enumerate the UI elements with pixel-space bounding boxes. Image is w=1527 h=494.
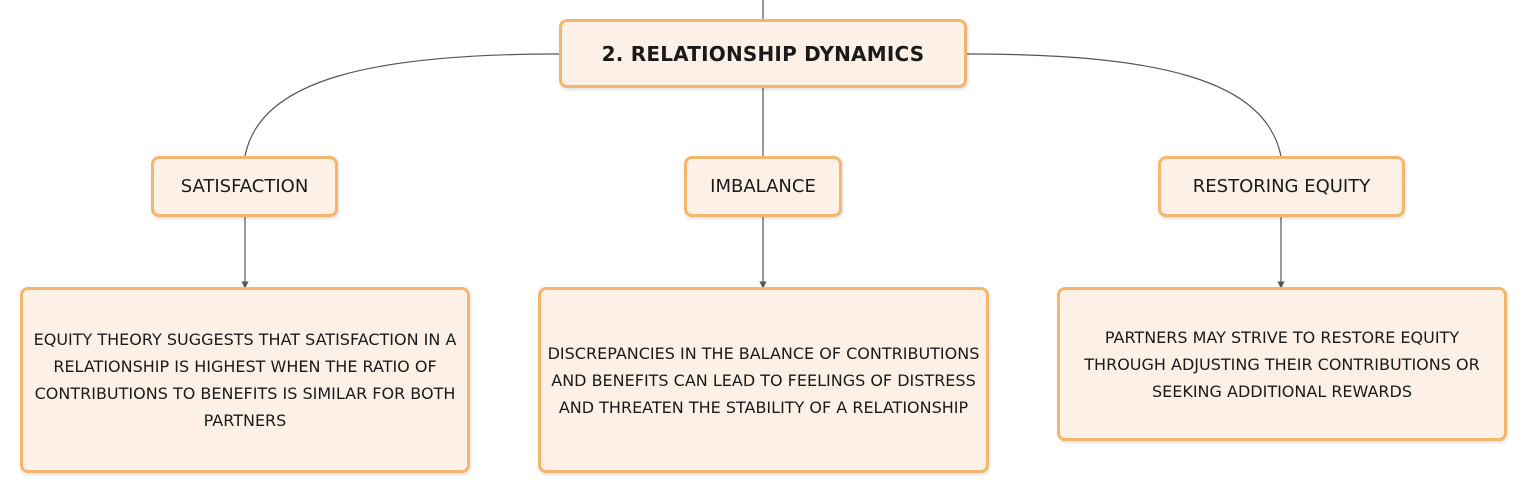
branch-node-satisfaction[interactable]: SATISFACTION: [151, 156, 338, 217]
branch-node-label: SATISFACTION: [180, 176, 309, 197]
root-node[interactable]: 2. RELATIONSHIP DYNAMICS: [559, 19, 967, 88]
detail-node-text: DISCREPANCIES IN THE BALANCE OF CONTRIBU…: [547, 343, 980, 417]
detail-node-restoring-equity[interactable]: PARTNERS MAY STRIVE TO RESTORE EQUITY TH…: [1057, 287, 1507, 441]
branch-node-imbalance[interactable]: IMBALANCE: [684, 156, 842, 217]
detail-node-satisfaction[interactable]: EQUITY THEORY SUGGESTS THAT SATISFACTION…: [20, 287, 470, 473]
root-node-label: 2. RELATIONSHIP DYNAMICS: [601, 41, 925, 66]
connector-root-restoring: [966, 53, 1282, 157]
detail-node-imbalance[interactable]: DISCREPANCIES IN THE BALANCE OF CONTRIBU…: [538, 287, 989, 473]
detail-node-text: EQUITY THEORY SUGGESTS THAT SATISFACTION…: [33, 330, 457, 430]
branch-node-label: IMBALANCE: [710, 176, 816, 197]
branch-node-restoring-equity[interactable]: RESTORING EQUITY: [1158, 156, 1405, 217]
branch-node-label: RESTORING EQUITY: [1192, 176, 1371, 197]
detail-node-text: PARTNERS MAY STRIVE TO RESTORE EQUITY TH…: [1084, 327, 1480, 401]
connector-root-satisfaction: [244, 53, 560, 157]
